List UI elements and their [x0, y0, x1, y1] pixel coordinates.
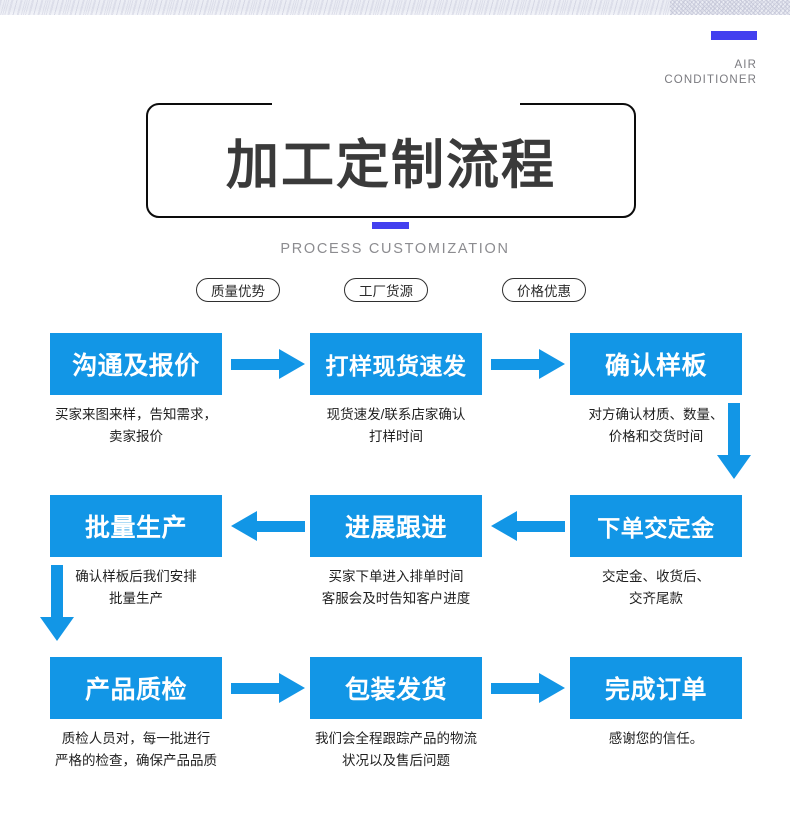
- flow-step: 产品质检 质检人员对，每一批进行 严格的检查，确保产品品质: [50, 657, 222, 772]
- flow-step: 批量生产 确认样板后我们安排 批量生产: [50, 495, 222, 610]
- flow-step-title: 打样现货速发: [310, 333, 482, 395]
- feature-pill-price[interactable]: 价格优惠: [502, 278, 586, 302]
- arrow-left-icon: [491, 511, 565, 541]
- arrow-head: [231, 511, 257, 541]
- arrow-right-icon: [231, 349, 305, 379]
- flow-step-description: 买家来图来样，告知需求， 卖家报价: [55, 407, 217, 444]
- flow-step-title: 产品质检: [50, 657, 222, 719]
- arrow-shaft: [491, 359, 543, 370]
- page-title: 加工定制流程: [226, 134, 556, 196]
- arrow-down-icon: [717, 403, 751, 481]
- flow-step-title: 包装发货: [310, 657, 482, 719]
- flow-step-description: 现货速发/联系店家确认 打样时间: [326, 407, 466, 444]
- arrow-head: [539, 349, 565, 379]
- flow-step: 打样现货速发 现货速发/联系店家确认 打样时间: [310, 333, 482, 448]
- flow-step: 沟通及报价 买家来图来样，告知需求， 卖家报价: [50, 333, 222, 448]
- flow-step-title: 确认样板: [570, 333, 742, 395]
- arrow-shaft: [231, 359, 283, 370]
- arrow-head: [717, 455, 751, 479]
- brand-accent-bar: [711, 31, 757, 40]
- flow-step-title: 完成订单: [570, 657, 742, 719]
- arrow-shaft: [491, 683, 543, 694]
- flow-step-description: 我们会全程跟踪产品的物流 状况以及售后问题: [315, 731, 477, 768]
- flow-step-title: 沟通及报价: [50, 333, 222, 395]
- flow-step-description: 对方确认材质、数量、 价格和交货时间: [588, 407, 724, 444]
- flow-step-description: 买家下单进入排单时间 客服会及时告知客户进度: [321, 569, 471, 606]
- flow-step-description: 交定金、收货后、 交齐尾款: [602, 569, 710, 606]
- arrow-head: [539, 673, 565, 703]
- flow-step-description: 质检人员对，每一批进行 严格的检查，确保产品品质: [55, 731, 217, 768]
- page-subtitle: PROCESS CUSTOMIZATION: [280, 241, 510, 257]
- arrow-right-icon: [491, 349, 565, 379]
- feature-pill-quality[interactable]: 质量优势: [196, 278, 280, 302]
- flow-step-title: 进展跟进: [310, 495, 482, 557]
- top-texture-band: [0, 0, 790, 15]
- arrow-shaft: [728, 403, 740, 459]
- top-texture-corner: [670, 0, 790, 15]
- flow-step: 确认样板 对方确认材质、数量、 价格和交货时间: [570, 333, 742, 448]
- flow-step: 下单交定金 交定金、收货后、 交齐尾款: [570, 495, 742, 610]
- arrow-head: [279, 673, 305, 703]
- flow-step: 完成订单 感谢您的信任。: [570, 657, 742, 750]
- arrow-right-icon: [491, 673, 565, 703]
- feature-pill-group: 质量优势 工厂货源 价格优惠: [0, 278, 790, 302]
- arrow-shaft: [513, 521, 565, 532]
- arrow-down-icon: [40, 565, 74, 643]
- arrow-shaft: [51, 565, 63, 621]
- flow-step: 进展跟进 买家下单进入排单时间 客服会及时告知客户进度: [310, 495, 482, 610]
- arrow-shaft: [253, 521, 305, 532]
- title-frame-gap: [272, 99, 520, 108]
- arrow-shaft: [231, 683, 283, 694]
- flow-step-description: 感谢您的信任。: [608, 731, 704, 746]
- flow-step-description: 确认样板后我们安排 批量生产: [75, 569, 197, 606]
- arrow-head: [279, 349, 305, 379]
- title-underline-accent: [372, 222, 409, 229]
- brand-label: AIR CONDITIONER: [664, 59, 757, 86]
- feature-pill-factory[interactable]: 工厂货源: [344, 278, 428, 302]
- arrow-head: [40, 617, 74, 641]
- flow-step-title: 下单交定金: [570, 495, 742, 557]
- flow-step-title: 批量生产: [50, 495, 222, 557]
- flow-step: 包装发货 我们会全程跟踪产品的物流 状况以及售后问题: [310, 657, 482, 772]
- arrow-left-icon: [231, 511, 305, 541]
- arrow-right-icon: [231, 673, 305, 703]
- arrow-head: [491, 511, 517, 541]
